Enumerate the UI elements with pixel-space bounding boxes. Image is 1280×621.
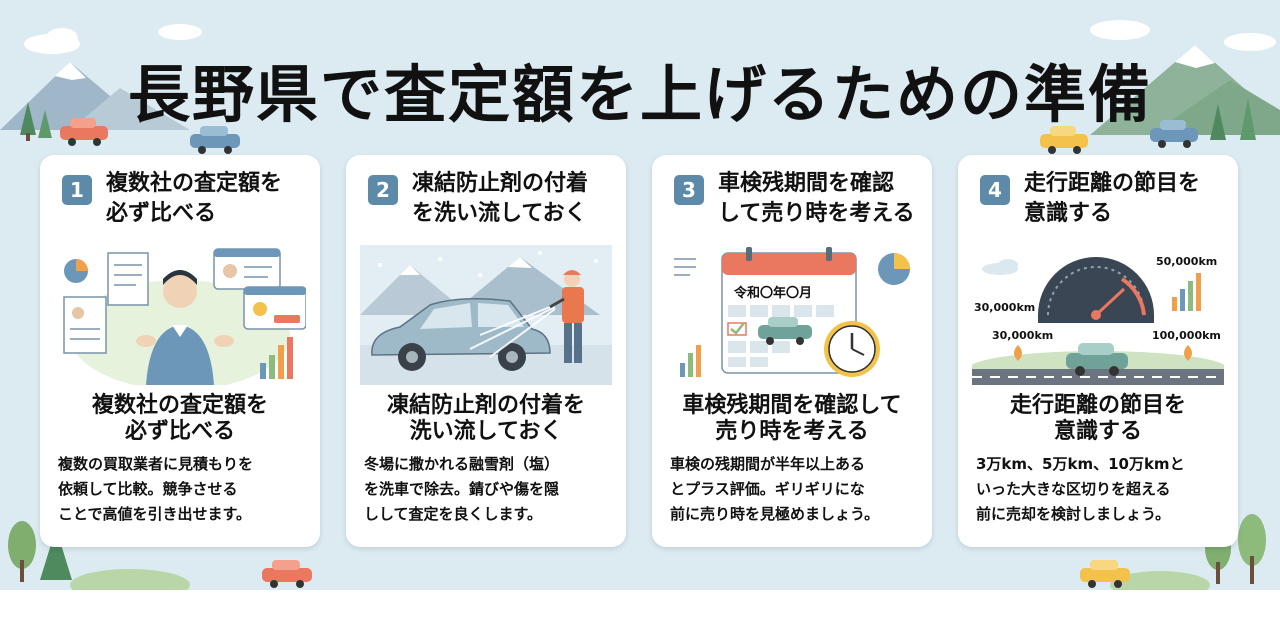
gauge-right-label: 50,000km (1156, 255, 1217, 268)
pie-chart-icon (878, 253, 910, 285)
location-pin-icon (1014, 345, 1192, 361)
bottom-band (0, 590, 1280, 621)
step-number-badge: 2 (368, 175, 398, 205)
calendar-illustration: 令和〇年〇月 (674, 247, 910, 377)
list-icon (674, 258, 696, 276)
step-description: 車検の残期間が半年以上ある とプラス評価。ギリギリにな 前に売り時を見極めましょ… (670, 455, 880, 523)
car-icon (1066, 343, 1128, 376)
speedometer-icon (1038, 257, 1154, 323)
person-icon (136, 270, 234, 385)
water-spray-icon (469, 304, 556, 358)
profile-card-icon (213, 248, 306, 330)
car-wash-illustration (360, 245, 612, 385)
step-card-3: 3 車検残期間を確認 して売り時を考える 令和〇年〇月 (652, 155, 932, 547)
car-icon (371, 298, 551, 371)
cloud-icon (982, 259, 1018, 275)
step-number-badge: 1 (62, 175, 92, 205)
worker-icon (549, 270, 584, 363)
pie-chart-icon (64, 259, 88, 283)
gauge-left-label: 30,000km (974, 301, 1035, 314)
car-icon (60, 118, 1198, 588)
step-heading: 凍結防止剤の付着 を洗い流しておく (412, 171, 589, 226)
step-subheading: 車検残期間を確認して 売り時を考える (682, 393, 902, 444)
step-number-badge: 3 (674, 175, 704, 205)
step-heading: 複数社の査定額を 必ず比べる (106, 171, 283, 226)
bar-chart-icon (680, 345, 701, 377)
step-card-4: 4 走行距離の節目を 意識する 30,000km 50,000km 30,000… (958, 155, 1238, 547)
bar-chart-icon (260, 337, 293, 379)
road-left-label: 30,000km (992, 329, 1053, 342)
car-icon (758, 317, 812, 345)
cloud-icon (24, 20, 1276, 54)
step-description: 3万km、5万km、10万kmと いった大きな区切りを超える 前に売却を検討しま… (976, 455, 1185, 523)
page-title: 長野県で査定額を上げるための準備 (127, 58, 1152, 131)
mileage-illustration: 30,000km 50,000km 30,000km 100,000km (972, 255, 1224, 385)
step-number-badge: 4 (980, 175, 1010, 205)
step-heading: 車検残期間を確認 して売り時を考える (718, 171, 915, 226)
bar-chart-icon (1172, 273, 1201, 311)
road-right-label: 100,000km (1152, 329, 1221, 342)
calendar-label: 令和〇年〇月 (734, 285, 812, 301)
step-subheading: 複数社の査定額を 必ず比べる (91, 393, 268, 444)
step-description: 冬場に撒かれる融雪剤（塩） を洗車で除去。錆びや傷を隠 しして査定を良くします。 (364, 455, 560, 523)
comparison-illustration (63, 248, 306, 385)
calendar-icon: 令和〇年〇月 (721, 247, 857, 374)
step-subheading: 走行距離の節目を 意識する (1009, 393, 1186, 444)
snow-icon (378, 251, 598, 277)
step-subheading: 凍結防止剤の付着を 洗い流しておく (386, 393, 585, 444)
step-heading: 走行距離の節目を 意識する (1024, 171, 1201, 226)
step-description: 複数の買取業者に見積もりを 依頼して比較。競争させる ことで高値を引き出せます。 (58, 455, 254, 523)
infographic-stage: 長野県で査定額を上げるための準備 1 複数社の査定額を 必ず比べる (0, 0, 1280, 590)
step-card-1: 1 複数社の査定額を 必ず比べる (40, 155, 320, 547)
clock-icon (824, 321, 880, 377)
step-card-2: 2 凍結防止剤の付着 を洗い流しておく (346, 155, 626, 547)
document-icon (63, 252, 149, 354)
